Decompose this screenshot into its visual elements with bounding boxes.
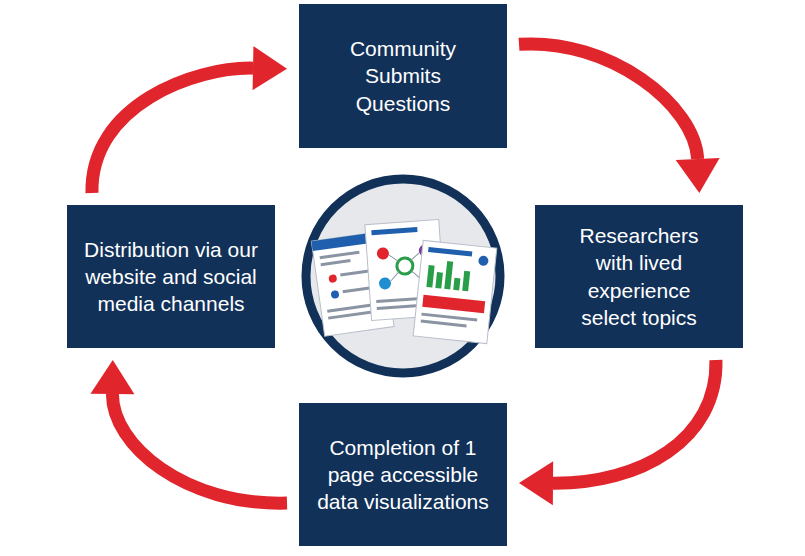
- center-circle: [306, 179, 500, 373]
- cycle-arrow: [92, 46, 287, 193]
- document-thumbnails: [311, 220, 496, 344]
- arrow-shaft: [553, 360, 716, 483]
- cycle-arrow: [519, 360, 716, 505]
- cycle-arrow: [519, 44, 720, 193]
- box-text: Researchers with lived experience select…: [562, 222, 717, 331]
- box-text: Completion of 1 page accessible data vis…: [313, 434, 493, 516]
- process-box: Community Submits Questions: [299, 4, 507, 148]
- process-box: Researchers with lived experience select…: [535, 205, 743, 348]
- process-box: Distribution via our website and social …: [67, 205, 275, 348]
- arrow-head: [676, 158, 720, 193]
- cycle-arrow: [90, 360, 287, 503]
- arrow-shaft: [92, 68, 253, 193]
- arrow-head: [253, 46, 287, 90]
- arrow-shaft: [519, 44, 698, 159]
- arrow-head: [519, 461, 553, 505]
- box-text: Community Submits Questions: [328, 35, 478, 117]
- arrow-head: [90, 360, 134, 394]
- arrow-shaft: [112, 394, 287, 503]
- box-text: Distribution via our website and social …: [81, 236, 261, 318]
- process-box: Completion of 1 page accessible data vis…: [299, 403, 507, 546]
